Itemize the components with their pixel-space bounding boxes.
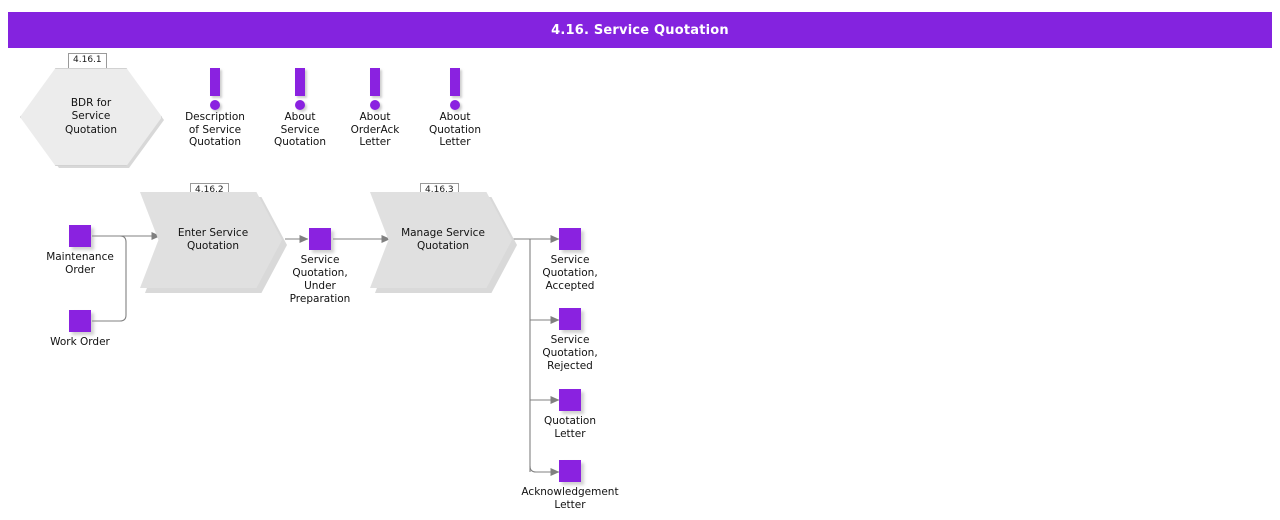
chevron-shape: Enter Service Quotation xyxy=(140,192,282,288)
process-manage-service-quotation[interactable]: Manage Service Quotation xyxy=(370,192,517,293)
exclamation-icon xyxy=(320,68,430,110)
annotation-about-quotation-letter[interactable]: About Quotation Letter xyxy=(400,68,510,149)
output-quotation-letter[interactable]: Quotation Letter xyxy=(500,389,640,441)
input-maintenance-order[interactable]: Maintenance Order xyxy=(10,225,150,277)
exclamation-icon xyxy=(400,68,510,110)
output-label: Acknowledgement Letter xyxy=(521,486,619,511)
data-object-icon xyxy=(69,310,91,332)
exclamation-bar xyxy=(370,68,380,96)
exclamation-dot xyxy=(210,100,220,110)
scenario-number-tag: 4.16.1 xyxy=(68,53,107,69)
data-object-icon xyxy=(559,308,581,330)
output-label: Service Quotation, Accepted xyxy=(542,254,598,292)
input-label: Maintenance Order xyxy=(46,251,114,276)
annotation-about-service-quotation[interactable]: About Service Quotation xyxy=(245,68,355,149)
data-object-icon xyxy=(559,228,581,250)
page-title: 4.16. Service Quotation xyxy=(551,22,729,38)
output-label: Service Quotation, Rejected xyxy=(542,334,598,372)
annotation-about-orderack-letter[interactable]: About OrderAck Letter xyxy=(320,68,430,149)
output-acknowledgement-letter[interactable]: Acknowledgement Letter xyxy=(500,460,640,512)
annotation-label: About Service Quotation xyxy=(273,111,326,148)
input-label: Work Order xyxy=(50,336,110,348)
exclamation-dot xyxy=(450,100,460,110)
process-label: Manage Service Quotation xyxy=(401,226,485,253)
process-label: Enter Service Quotation xyxy=(177,226,249,253)
scenario-label: BDR for Service Quotation xyxy=(64,96,117,136)
exclamation-dot xyxy=(295,100,305,110)
chevron-shape: Manage Service Quotation xyxy=(370,192,512,288)
page-title-bar: 4.16. Service Quotation xyxy=(8,12,1272,48)
intermediate-service-quotation-under-preparation[interactable]: Service Quotation, Under Preparation xyxy=(250,228,390,306)
exclamation-dot xyxy=(370,100,380,110)
annotation-label: Description of Service Quotation xyxy=(185,111,245,148)
exclamation-icon xyxy=(160,68,270,110)
exclamation-icon xyxy=(245,68,355,110)
output-service-quotation-rejected[interactable]: Service Quotation, Rejected xyxy=(500,308,640,373)
scenario-hexagon[interactable]: BDR for Service Quotation xyxy=(20,68,164,168)
intermediate-label: Service Quotation, Under Preparation xyxy=(289,254,351,305)
annotation-description-of-service-quotation[interactable]: Description of Service Quotation xyxy=(160,68,270,149)
input-work-order[interactable]: Work Order xyxy=(10,310,150,349)
process-enter-service-quotation[interactable]: Enter Service Quotation xyxy=(140,192,287,293)
data-object-icon xyxy=(69,225,91,247)
output-label: Quotation Letter xyxy=(543,415,596,440)
data-object-icon xyxy=(309,228,331,250)
annotation-label: About OrderAck Letter xyxy=(350,111,400,148)
data-object-icon xyxy=(559,389,581,411)
output-service-quotation-accepted[interactable]: Service Quotation, Accepted xyxy=(500,228,640,293)
exclamation-bar xyxy=(210,68,220,96)
exclamation-bar xyxy=(450,68,460,96)
exclamation-bar xyxy=(295,68,305,96)
data-object-icon xyxy=(559,460,581,482)
annotation-label: About Quotation Letter xyxy=(428,111,481,148)
